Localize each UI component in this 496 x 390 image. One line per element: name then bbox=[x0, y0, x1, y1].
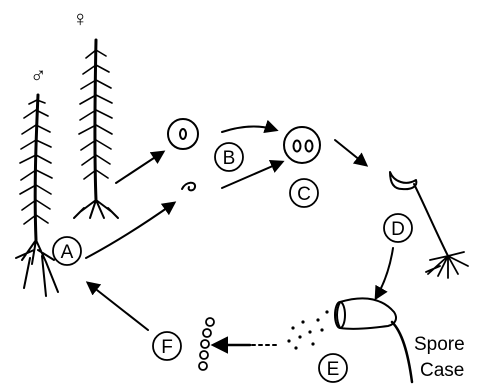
arrow-plant-to-egg bbox=[115, 150, 166, 184]
zygote-cell bbox=[283, 126, 321, 164]
arrow-protonema-to-plant bbox=[85, 281, 149, 331]
spore-case-label-line1: Spore bbox=[414, 334, 465, 355]
arrow-egg-to-zygote bbox=[221, 119, 279, 134]
stage-label-e-text: E bbox=[327, 359, 340, 380]
stage-label-c: C bbox=[289, 178, 319, 208]
female-moss-plant: ♀ bbox=[72, 6, 119, 219]
stage-label-d: D bbox=[383, 213, 413, 243]
released-spores bbox=[287, 310, 329, 350]
arrow-zygote-to-sporophyte bbox=[334, 139, 369, 167]
female-symbol: ♀ bbox=[72, 6, 89, 31]
stage-label-f: F bbox=[152, 331, 182, 361]
male-moss-plant: ♂ bbox=[15, 62, 59, 297]
stage-label-a-text: A bbox=[61, 242, 74, 263]
stage-label-c-text: C bbox=[297, 184, 311, 205]
male-symbol: ♂ bbox=[30, 62, 47, 87]
sperm-cell bbox=[181, 181, 197, 192]
stage-label-e: E bbox=[318, 353, 348, 383]
arrow-plant-to-sperm bbox=[85, 201, 177, 259]
sporophyte-on-gametophyte bbox=[389, 171, 469, 279]
stage-label-b-text: B bbox=[223, 148, 236, 169]
spore-capsule bbox=[334, 297, 414, 384]
spore-case-label: Spore Case bbox=[414, 334, 465, 381]
protonema bbox=[198, 317, 215, 371]
stage-label-a: A bbox=[52, 236, 82, 266]
cycle-arrows bbox=[85, 119, 394, 354]
stage-label-b: B bbox=[214, 142, 244, 172]
spore-case-label-line2: Case bbox=[420, 360, 464, 381]
stage-label-f-text: F bbox=[161, 337, 173, 358]
stage-label-d-text: D bbox=[391, 219, 405, 240]
egg-cell bbox=[167, 118, 199, 150]
arrow-sperm-to-zygote bbox=[221, 160, 285, 189]
arrow-sporophyte-to-capsule bbox=[374, 247, 394, 301]
